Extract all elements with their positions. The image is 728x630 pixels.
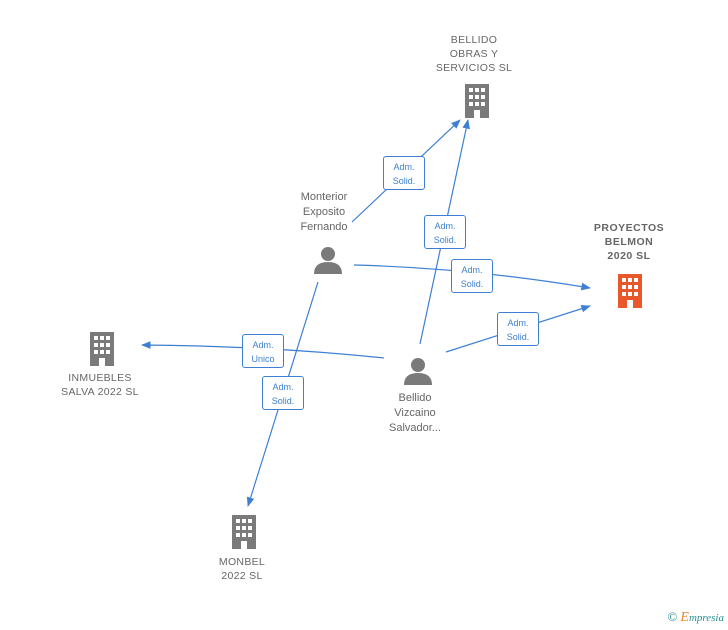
edge-badge: Adm.Solid.: [424, 215, 466, 249]
node-label-monterior[interactable]: Monterior Exposito Fernando: [300, 191, 348, 233]
node-label-inmuebles-salva[interactable]: INMUEBLES SALVA 2022 SL: [61, 372, 139, 398]
node-label-monbel[interactable]: MONBEL 2022 SL: [218, 556, 266, 582]
edge-badge: Adm.Solid.: [451, 259, 493, 293]
edge-badge: Adm.Solid.: [262, 376, 304, 410]
node-label-bellido-obras[interactable]: BELLIDO OBRAS Y SERVICIOS SL: [435, 34, 513, 74]
node-label-proyectos-belmon[interactable]: PROYECTOS BELMON 2020 SL: [593, 222, 665, 262]
person-icon[interactable]: [403, 357, 433, 385]
edge-badge: Adm.Solid.: [383, 156, 425, 190]
edge-badge: Adm.Solid.: [497, 312, 539, 346]
copyright-symbol: ©: [667, 609, 678, 624]
brand-logo-letter: E: [680, 610, 689, 625]
brand-name: mpresia: [688, 612, 724, 624]
brand-footer: ©Empresia: [668, 609, 725, 626]
building-icon[interactable]: [86, 332, 118, 366]
edge-badge: Adm.Unico: [242, 334, 284, 368]
building-icon[interactable]: [614, 274, 646, 308]
person-icon[interactable]: [313, 246, 343, 274]
building-icon[interactable]: [461, 84, 493, 118]
node-label-bellido-vizcaino[interactable]: Bellido Vizcaino Salvador...: [389, 392, 441, 434]
building-icon[interactable]: [228, 515, 260, 549]
